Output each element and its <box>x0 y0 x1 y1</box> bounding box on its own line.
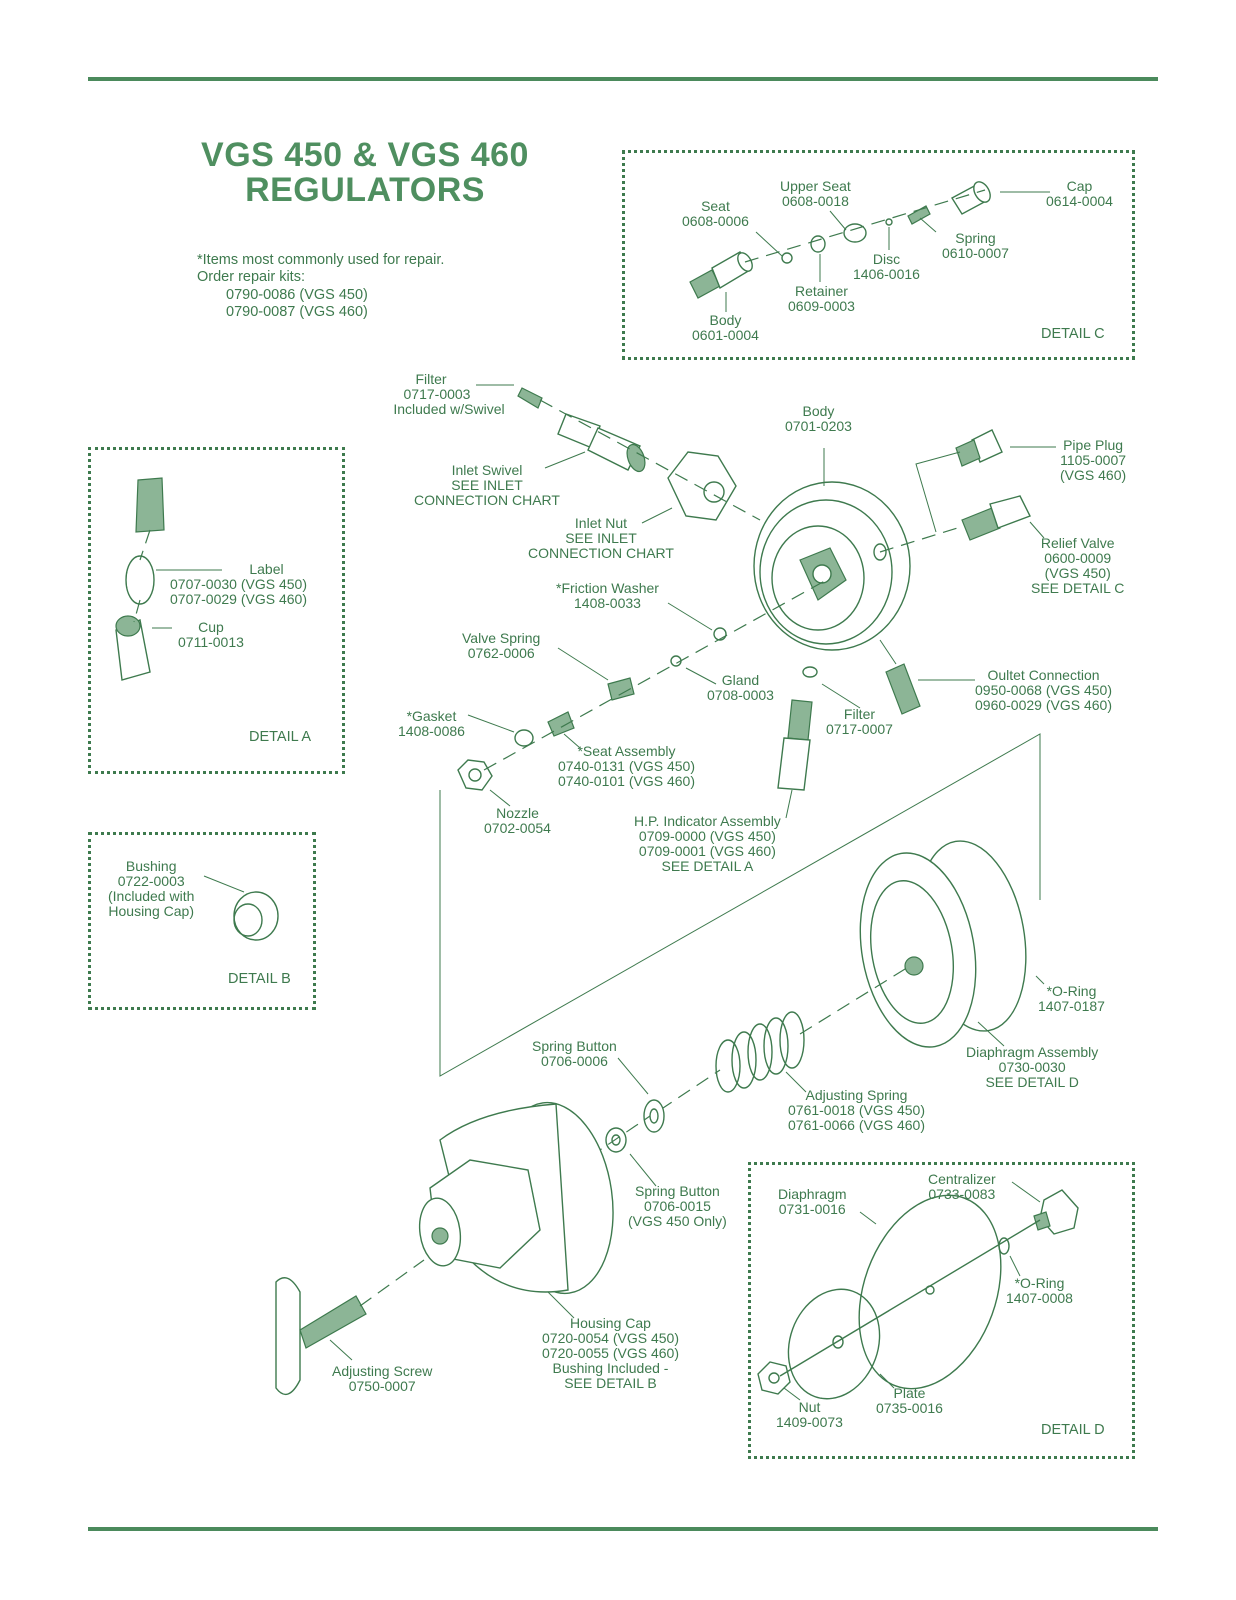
housing-cap-part <box>418 1101 614 1295</box>
detail-a-box <box>88 447 345 774</box>
detail-a-indicator-part <box>115 477 165 681</box>
hp-indicator-part <box>777 666 818 791</box>
relief-valve-part <box>961 495 1031 541</box>
page-title: VGS 450 & VGS 460 <box>201 136 529 174</box>
outlet-connection-part <box>885 663 921 715</box>
detail-c-retainer-part <box>810 235 826 253</box>
bottom-rule <box>88 1527 1158 1531</box>
body-part <box>753 481 911 651</box>
friction-washer-part <box>713 627 727 641</box>
filter-top-label: Filter 0717-0003 Included w/Swivel <box>393 371 505 417</box>
detail-a-title: DETAIL A <box>249 729 312 745</box>
detail-c-cap-part <box>951 181 991 215</box>
spring-button-bottom-part <box>605 1127 627 1153</box>
repair-note-line-1: *Items most commonly used for repair. <box>197 252 445 268</box>
detail-d-nut-part <box>757 1361 791 1395</box>
repair-kit-450: 0790-0086 (VGS 450) <box>226 287 368 303</box>
gasket-part <box>514 729 534 747</box>
detail-d-box <box>748 1162 1135 1459</box>
pipe-plug-part <box>955 429 1003 467</box>
detail-c-body-part <box>689 251 753 299</box>
detail-c-box <box>622 150 1135 360</box>
top-rule <box>88 77 1158 81</box>
repair-kit-460: 0790-0087 (VGS 460) <box>226 304 368 320</box>
detail-c-disc-part <box>885 218 893 226</box>
spring-button-top-part <box>643 1099 665 1133</box>
inlet-nut-part <box>667 451 737 521</box>
detail-c-title: DETAIL C <box>1041 326 1105 342</box>
adjusting-spring-part <box>715 1011 805 1093</box>
adjusting-screw-part <box>275 1277 367 1396</box>
filter-top-part <box>517 387 543 409</box>
seat-assembly-part <box>547 711 575 737</box>
page-subtitle: REGULATORS <box>245 171 485 209</box>
detail-c-seat-part <box>781 252 793 264</box>
inlet-swivel-part <box>557 413 646 473</box>
diaphragm-assembly-part <box>859 840 1027 1048</box>
valve-spring-part <box>607 677 635 701</box>
detail-d-plate-part <box>787 1288 881 1400</box>
detail-b-box <box>88 832 316 1010</box>
detail-c-upper-seat-part <box>843 223 867 243</box>
detail-d-diaphragm-part <box>858 1194 1002 1390</box>
detail-d-title: DETAIL D <box>1041 1422 1105 1438</box>
detail-b-bushing-part <box>233 891 279 941</box>
detail-d-centralizer-part <box>1033 1189 1079 1235</box>
detail-b-title: DETAIL B <box>228 971 291 987</box>
nozzle-part <box>457 759 493 791</box>
repair-note-line-2: Order repair kits: <box>197 269 305 285</box>
detail-c-spring-part <box>907 205 931 225</box>
